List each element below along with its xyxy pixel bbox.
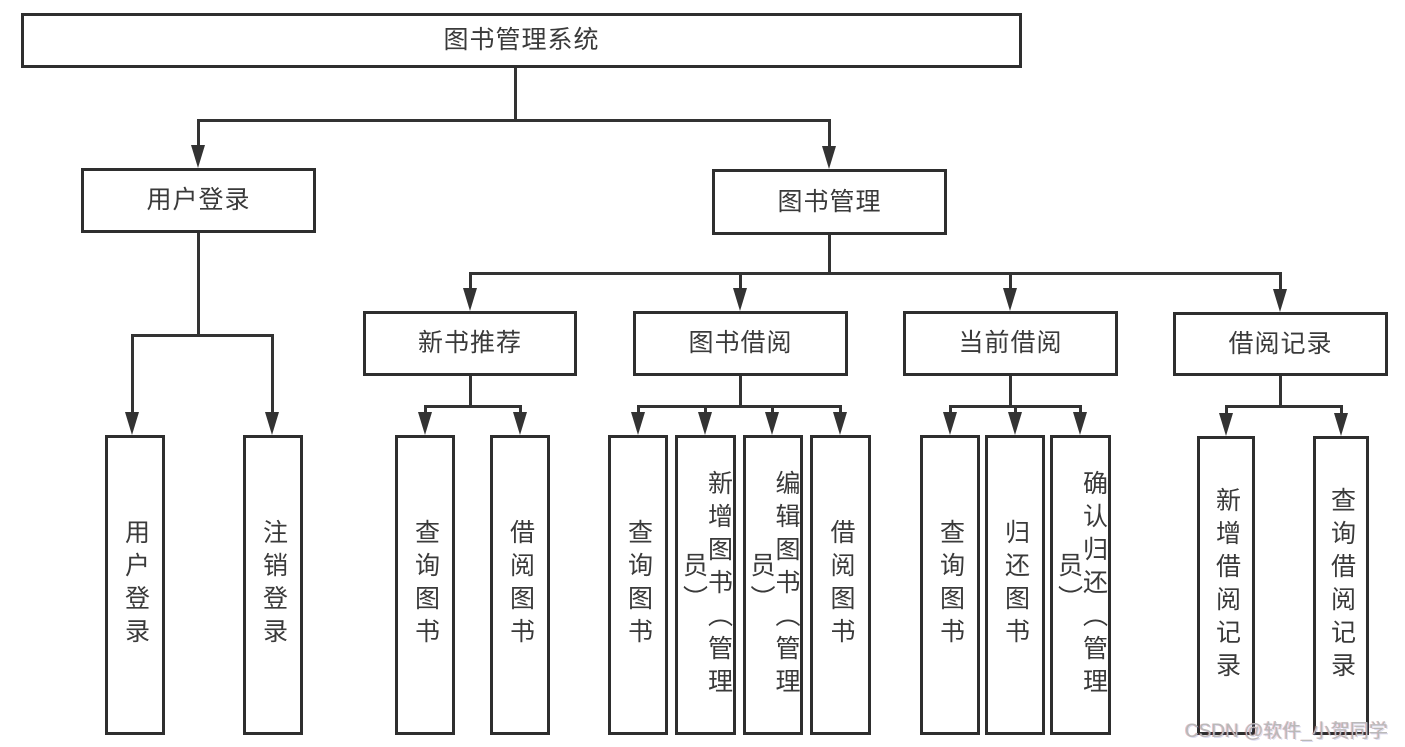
arrow-down-icon — [1008, 412, 1022, 435]
node-label: 图书管理 — [777, 187, 882, 216]
node-label: 查询图书 — [936, 519, 965, 651]
connector-vline — [270, 335, 274, 417]
connector-vline — [196, 120, 200, 150]
node-label: 新书推荐 — [417, 329, 522, 357]
node-book-borrow: 图书借阅 — [633, 311, 848, 376]
node-leaf-query-book-2: 查询图书 — [608, 435, 668, 735]
node-label: 查询借阅记录 — [1327, 486, 1356, 685]
node-leaf-borrow-book-1: 借阅图书 — [490, 435, 550, 735]
arrow-down-icon — [1273, 289, 1287, 312]
node-book-mgmt: 图书管理 — [712, 169, 947, 235]
arrow-down-icon — [1219, 413, 1233, 436]
connector-vline — [738, 376, 742, 406]
arrow-down-icon — [943, 412, 957, 435]
connector-vline — [513, 68, 517, 120]
connector-hline — [424, 404, 522, 408]
arrow-down-icon — [125, 412, 139, 435]
node-leaf-edit-book: 编辑图书（管理员） — [743, 435, 803, 735]
connector-vline — [1013, 406, 1017, 417]
arrow-down-icon — [1334, 413, 1348, 436]
connector-vline — [948, 406, 952, 417]
node-leaf-query-record: 查询借阅记录 — [1313, 436, 1369, 735]
node-label: 编辑图书（管理员） — [747, 469, 800, 701]
node-label: 借阅图书 — [827, 519, 855, 651]
connector-hline — [197, 118, 831, 122]
node-label: 借阅图书 — [506, 519, 535, 651]
node-root: 图书管理系统 — [21, 13, 1022, 68]
node-label: 查询图书 — [411, 519, 440, 651]
node-borrow-record: 借阅记录 — [1173, 312, 1388, 376]
node-label: 查询图书 — [624, 519, 653, 651]
node-label: 注销登录 — [259, 519, 288, 651]
arrow-down-icon — [265, 412, 279, 435]
arrow-down-icon — [765, 412, 779, 435]
connector-vline — [838, 406, 842, 417]
connector-vline — [703, 406, 707, 417]
node-leaf-return-book: 归还图书 — [985, 435, 1045, 735]
node-leaf-add-book: 新增图书（管理员） — [675, 435, 736, 735]
connector-vline — [738, 273, 742, 293]
connector-vline — [1278, 376, 1282, 406]
connector-vline — [518, 406, 522, 417]
connector-vline — [1339, 406, 1343, 418]
node-leaf-confirm-return: 确认归还（管理员） — [1050, 435, 1111, 735]
connector-vline — [1008, 273, 1012, 293]
node-new-book-rec: 新书推荐 — [363, 311, 577, 376]
connector-hline — [131, 333, 274, 337]
connector-vline — [468, 273, 472, 293]
connector-vline — [1008, 376, 1012, 406]
arrow-down-icon — [191, 145, 205, 168]
node-label: 图书管理系统 — [443, 26, 600, 54]
node-leaf-add-record: 新增借阅记录 — [1197, 436, 1255, 735]
connector-vline — [196, 233, 200, 335]
connector-vline — [636, 406, 640, 417]
node-label: 新增图书（管理员） — [679, 469, 733, 701]
arrow-down-icon — [833, 412, 847, 435]
node-leaf-user-login: 用户登录 — [105, 435, 165, 735]
connector-vline — [468, 376, 472, 406]
arrow-down-icon — [463, 288, 477, 311]
connector-vline — [1078, 406, 1082, 417]
arrow-down-icon — [698, 412, 712, 435]
connector-hline — [469, 271, 1282, 275]
node-label: 用户登录 — [146, 186, 251, 214]
connector-vline — [1278, 273, 1282, 294]
node-label: 借阅记录 — [1228, 329, 1333, 358]
node-label: 当前借阅 — [958, 329, 1063, 357]
connector-hline — [637, 404, 842, 408]
connector-hline — [1225, 404, 1343, 408]
arrow-down-icon — [1073, 412, 1087, 435]
connector-vline — [827, 235, 831, 273]
node-current-borrow: 当前借阅 — [903, 311, 1118, 376]
connector-vline — [827, 120, 831, 151]
connector-vline — [423, 406, 427, 417]
connector-vline — [1224, 406, 1228, 418]
arrow-down-icon — [631, 412, 645, 435]
arrow-down-icon — [513, 412, 527, 435]
csdn-watermark: CSDN @软件_小贺同学 — [1185, 721, 1388, 742]
connector-vline — [770, 406, 774, 417]
node-leaf-borrow-book-2: 借阅图书 — [810, 435, 871, 735]
node-leaf-query-book-3: 查询图书 — [920, 435, 980, 735]
node-leaf-logout: 注销登录 — [243, 435, 303, 735]
node-leaf-query-book-1: 查询图书 — [395, 435, 455, 735]
node-label: 确认归还（管理员） — [1054, 469, 1108, 701]
node-label: 新增借阅记录 — [1212, 486, 1241, 685]
arrow-down-icon — [1003, 288, 1017, 311]
node-label: 图书借阅 — [688, 329, 793, 357]
node-label: 归还图书 — [1001, 519, 1030, 651]
arrow-down-icon — [822, 146, 836, 169]
arrow-down-icon — [733, 288, 747, 311]
connector-vline — [130, 335, 134, 417]
node-label: 用户登录 — [121, 519, 150, 651]
arrow-down-icon — [418, 412, 432, 435]
node-user-login: 用户登录 — [81, 168, 316, 233]
